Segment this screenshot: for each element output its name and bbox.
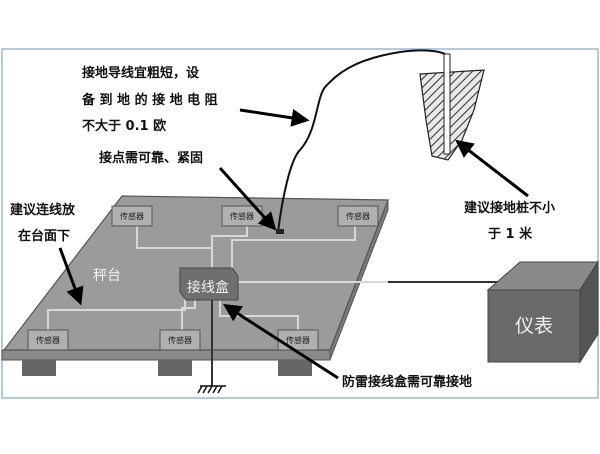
junction-box: 接线盒 bbox=[179, 267, 239, 301]
sensor-label: 传感器 bbox=[346, 211, 370, 221]
ground-symbol bbox=[197, 385, 226, 394]
junction-box-label: 接线盒 bbox=[187, 279, 229, 296]
sensor-bottom-left: 传感器 bbox=[27, 329, 69, 351]
ground-pile bbox=[443, 53, 451, 155]
annotation-pile-line2: 于 1 米 bbox=[488, 226, 533, 242]
instrument-box: 仪表 bbox=[486, 260, 599, 364]
annotation-wire-line3: 不大于 0.1 欧 bbox=[82, 118, 166, 134]
platform-edge bbox=[1, 349, 331, 361]
sensor-top-right: 传感器 bbox=[337, 205, 379, 227]
annotation-wire-line1: 接地导线宜粗短，设 bbox=[82, 65, 200, 81]
platform-wiring bbox=[47, 220, 388, 330]
annotation-pile-line1: 建议接地桩不小 bbox=[464, 200, 555, 216]
sensor-label: 传感器 bbox=[230, 211, 254, 221]
platform-foot bbox=[278, 360, 312, 376]
platform-label: 秤台 bbox=[93, 268, 121, 284]
sensor-label: 传感器 bbox=[120, 211, 144, 221]
sensor-bottom-middle: 传感器 bbox=[159, 329, 201, 351]
sensor-label: 传感器 bbox=[286, 335, 310, 345]
earth-block bbox=[419, 69, 485, 161]
annotation-cable-line2: 在台面下 bbox=[18, 228, 70, 244]
sensor-bottom-right: 传感器 bbox=[277, 329, 319, 351]
sensor-label: 传感器 bbox=[36, 335, 60, 345]
sensor-label: 传感器 bbox=[168, 335, 192, 345]
annotation-arrows bbox=[58, 108, 529, 380]
annotation-cable-line1: 建议连线放 bbox=[10, 202, 76, 218]
annotation-wire-line2: 备 到 地 的 接 地 电 阻 bbox=[81, 92, 218, 108]
annotation-contact: 接点需可靠、紧固 bbox=[99, 150, 203, 166]
sensor-top-left: 传感器 bbox=[111, 205, 153, 227]
platform-foot bbox=[22, 360, 56, 376]
instrument-label: 仪表 bbox=[515, 315, 553, 337]
grounding-wire bbox=[277, 49, 451, 233]
annotation-lightning: 防雷接线盒需可靠接地 bbox=[342, 374, 472, 390]
platform-foot bbox=[158, 360, 192, 376]
contact-point bbox=[276, 229, 284, 234]
